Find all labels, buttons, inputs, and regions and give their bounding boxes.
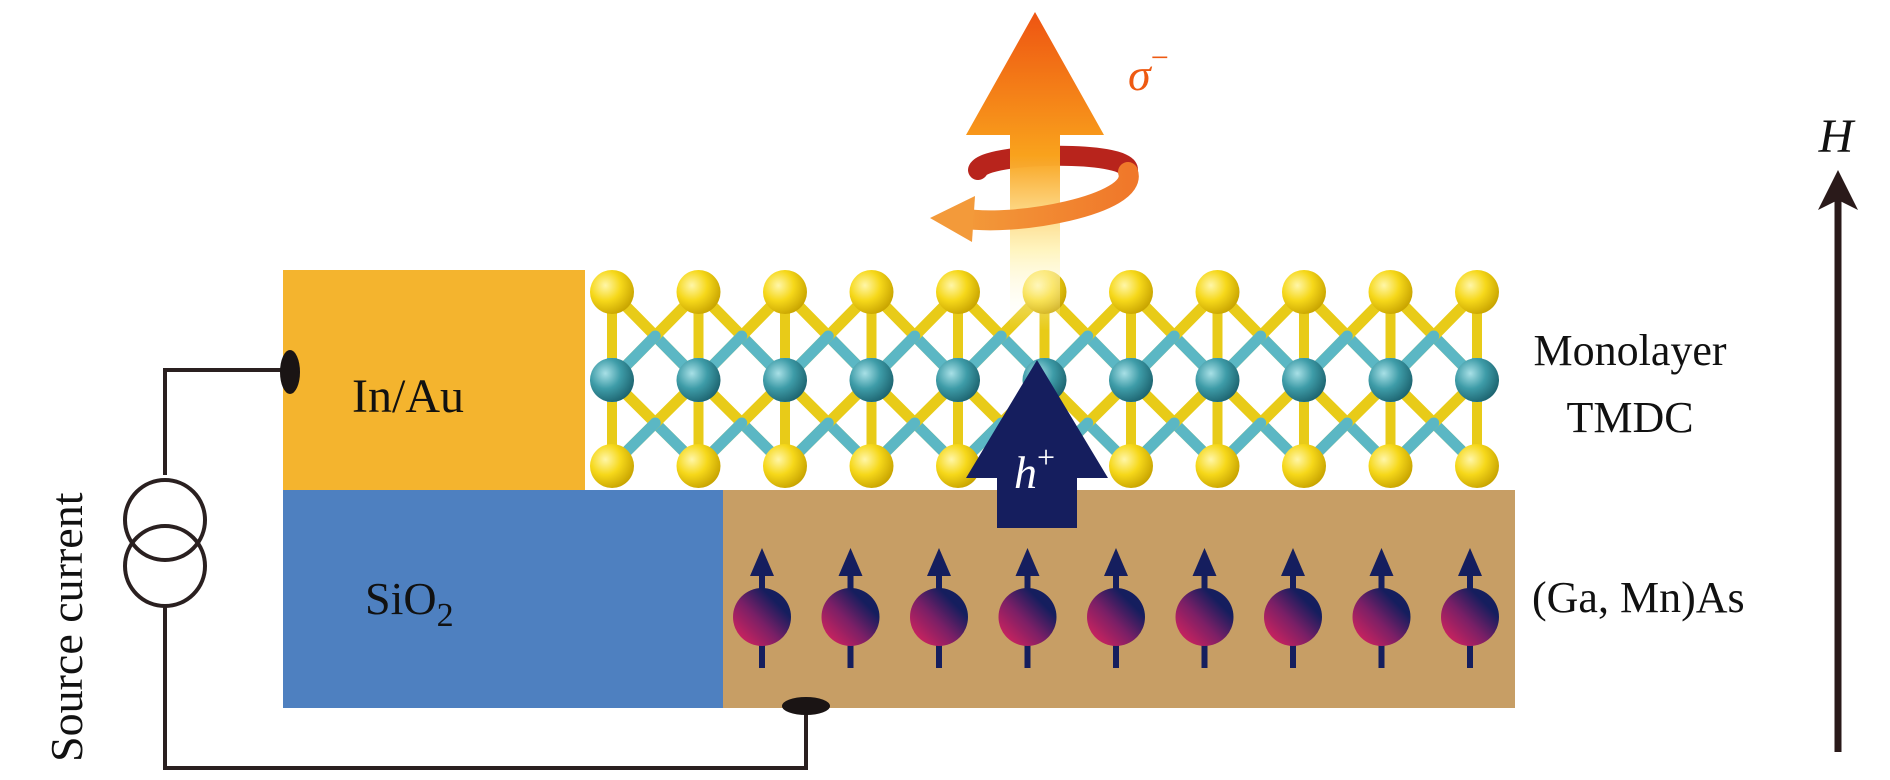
sulfur-atom [590,444,634,488]
sulfur-atom [1195,444,1240,488]
sulfur-atom [936,270,980,314]
metal-atom [676,358,721,402]
sulfur-atom [676,270,721,314]
spin [1441,548,1499,668]
sulfur-atom [763,444,807,488]
magnetic-field-arrow-icon [1818,170,1858,752]
spin-arrow-head [927,548,951,576]
spin-arrow-head [1458,548,1482,576]
spin-arrow-head [1281,548,1305,576]
hole-label: h+ [1014,439,1055,498]
sulfur-atom [849,444,894,488]
circuit [163,368,808,770]
current-source-icon [123,478,207,608]
metal-atom [1282,358,1326,402]
spin-arrow-head [838,548,863,576]
spin-arrow-head [1015,548,1040,576]
polarization-label: σ− [1128,39,1169,100]
sulfur-atom [849,270,894,314]
spin-ball [1352,588,1411,646]
emission-beam-arrow [966,12,1104,330]
metal-atom [590,358,634,402]
source-circle-bottom [123,524,207,608]
spin-ball [1087,588,1145,646]
metal-atom [1109,358,1153,402]
sulfur-atom [1455,270,1499,314]
spin-arrow-head [750,548,774,576]
spin-arrow-head [1104,548,1128,576]
spin [1352,548,1411,668]
sulfur-atom [590,270,634,314]
spin-ball [821,588,880,646]
hole-arrow-icon [966,360,1108,528]
metal-atom [1368,358,1413,402]
hole-arrow-shape [966,360,1108,528]
spin-ball [910,588,968,646]
spin-ball [733,588,791,646]
contact-label: In/Au [352,370,464,423]
tmdc-label-line2: TMDC [1566,393,1693,442]
metal-atom [1195,358,1240,402]
wire-top [163,368,290,475]
sio2-label: SiO2 [365,573,454,634]
wire-bottom [163,605,808,770]
sulfur-atom [1368,444,1413,488]
sulfur-atom [1195,270,1240,314]
metal-atom [849,358,894,402]
sulfur-atom [763,270,807,314]
spin [910,548,968,668]
spin [733,548,791,668]
gamnas-label: (Ga, Mn)As [1532,573,1745,622]
sulfur-atom [1282,444,1326,488]
spin-array [733,548,1499,668]
sulfur-atom [676,444,721,488]
sulfur-atom [1455,444,1499,488]
spin-arrow-head [1192,548,1217,576]
tmdc-label-line1: Monolayer [1533,326,1726,375]
circular-polarization-arrow-icon [930,12,1139,330]
helix-arrowhead [930,196,975,242]
spin [1264,548,1322,668]
spin-ball [998,588,1057,646]
contact-pad-bottom [782,697,830,715]
metal-atom [1455,358,1499,402]
spin-ball [1264,588,1322,646]
sulfur-atom [1109,270,1153,314]
spin [998,548,1057,668]
sulfur-atom [1282,270,1326,314]
source-current-label: Source current [41,492,92,762]
spin [821,548,880,668]
field-label: H [1818,110,1856,163]
in-au-contact [283,270,585,490]
source-circle-top [123,478,207,562]
spin [1175,548,1234,668]
sulfur-atom [1109,444,1153,488]
sio2-layer [283,490,723,708]
metal-atom [763,358,807,402]
spin-ball [1441,588,1499,646]
field-arrow-head [1818,170,1858,210]
contact-pad-top [280,350,300,394]
metal-atom [936,358,980,402]
spin-arrow-head [1369,548,1394,576]
spin-ball [1175,588,1234,646]
sulfur-atom [1368,270,1413,314]
helix-front [952,162,1139,231]
spin [1087,548,1145,668]
